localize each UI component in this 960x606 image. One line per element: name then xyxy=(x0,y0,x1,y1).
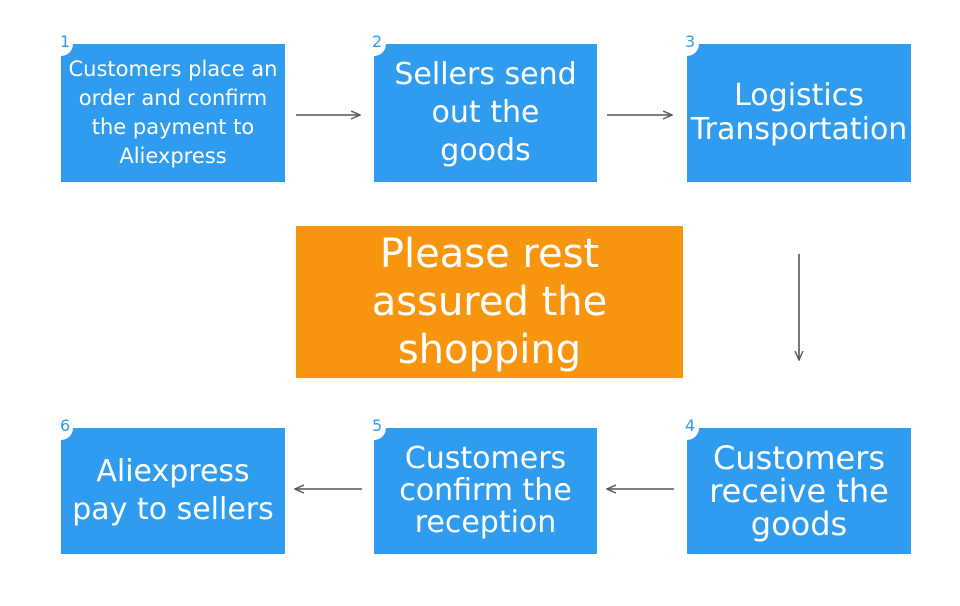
step-6-number: 6 xyxy=(60,416,71,435)
step-3-text: Logistics Transportation xyxy=(690,78,908,147)
step-1-text: Customers place an order and confirm the… xyxy=(68,57,278,168)
step-3-box: Logistics Transportation xyxy=(687,44,911,182)
step-6-box: Aliexpress pay to sellers xyxy=(61,428,285,554)
step-5-box: Customers confirm the reception xyxy=(374,428,597,554)
step-2-box: Sellers send out the goods xyxy=(374,44,597,182)
step-4-box: Customers receive the goods xyxy=(687,428,911,554)
center-message-text: Please rest assured the shopping xyxy=(371,231,608,373)
step-2-text: Sellers send out the goods xyxy=(394,57,577,168)
step-3-number: 3 xyxy=(685,32,696,51)
step-5-number: 5 xyxy=(372,416,383,435)
step-4-number: 4 xyxy=(685,416,696,435)
step-5-text: Customers confirm the reception xyxy=(399,441,572,540)
step-4-text: Customers receive the goods xyxy=(709,438,889,543)
step-1-number: 1 xyxy=(60,32,71,51)
center-message-box: Please rest assured the shopping xyxy=(296,226,683,378)
step-1-box: Customers place an order and confirm the… xyxy=(61,44,285,182)
step-6-text: Aliexpress pay to sellers xyxy=(72,454,274,527)
step-2-number: 2 xyxy=(372,32,383,51)
